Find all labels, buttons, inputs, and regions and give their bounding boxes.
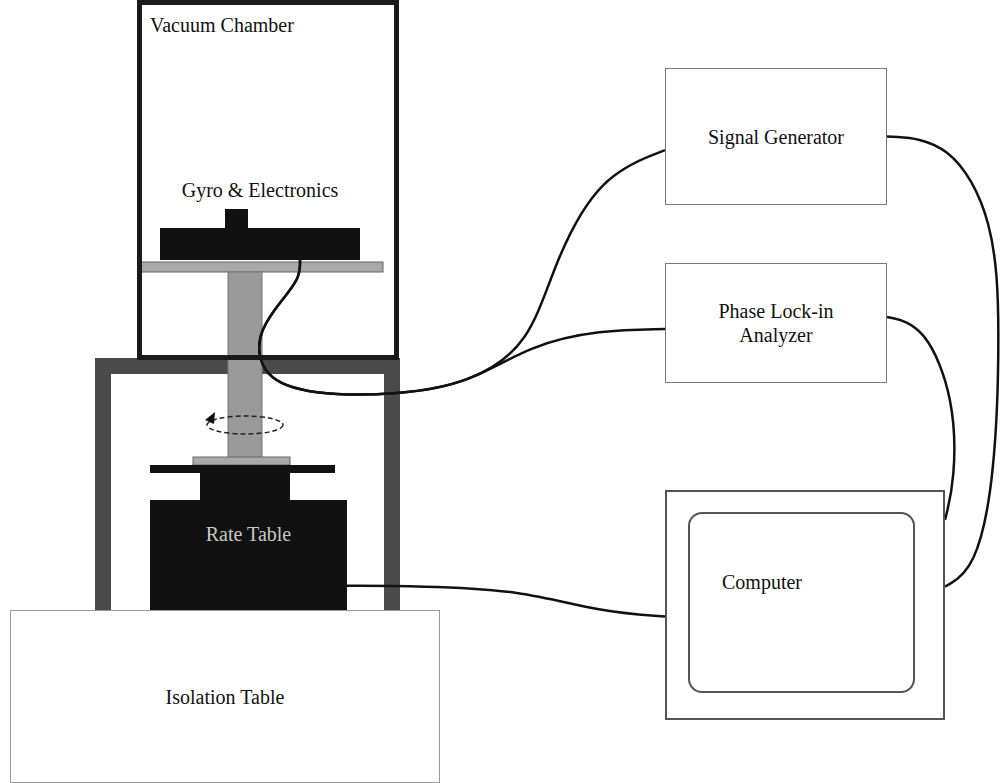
cable (259, 260, 665, 394)
node-label: Gyro & Electronics (182, 178, 339, 202)
rotation-arrowhead (205, 412, 215, 424)
frame-right-post (384, 358, 400, 610)
gyro-assembly: Gyro & Electronics (160, 178, 360, 260)
table-spindle (200, 473, 290, 501)
instrument-box: Phase Lock-in Analyzer (665, 263, 887, 383)
node-label: Signal Generator (708, 125, 844, 149)
node-label: Phase Lock-in Analyzer (696, 299, 856, 347)
frame-left-post (95, 358, 111, 610)
node-label: Vacuum Chamber (150, 13, 294, 37)
mount-plate (138, 262, 383, 272)
node-label: Computer (722, 570, 802, 594)
shaft (228, 272, 262, 458)
gyro-top-piece (225, 209, 248, 229)
instrument-box: Signal Generator (665, 68, 887, 205)
isolation-table: Isolation Table (10, 610, 440, 783)
table-top-plate (150, 465, 335, 473)
computer-box: Computer (665, 490, 945, 720)
gyro-body (160, 228, 360, 260)
rate-table: Rate Table (150, 500, 347, 610)
computer-screen (688, 512, 915, 693)
rotation-symbol (207, 416, 283, 434)
base-plate (193, 457, 290, 465)
node-label: Isolation Table (166, 685, 285, 709)
node-label: Rate Table (206, 522, 291, 546)
vacuum-chamber: Vacuum ChamberGyro & Electronics (137, 0, 399, 360)
